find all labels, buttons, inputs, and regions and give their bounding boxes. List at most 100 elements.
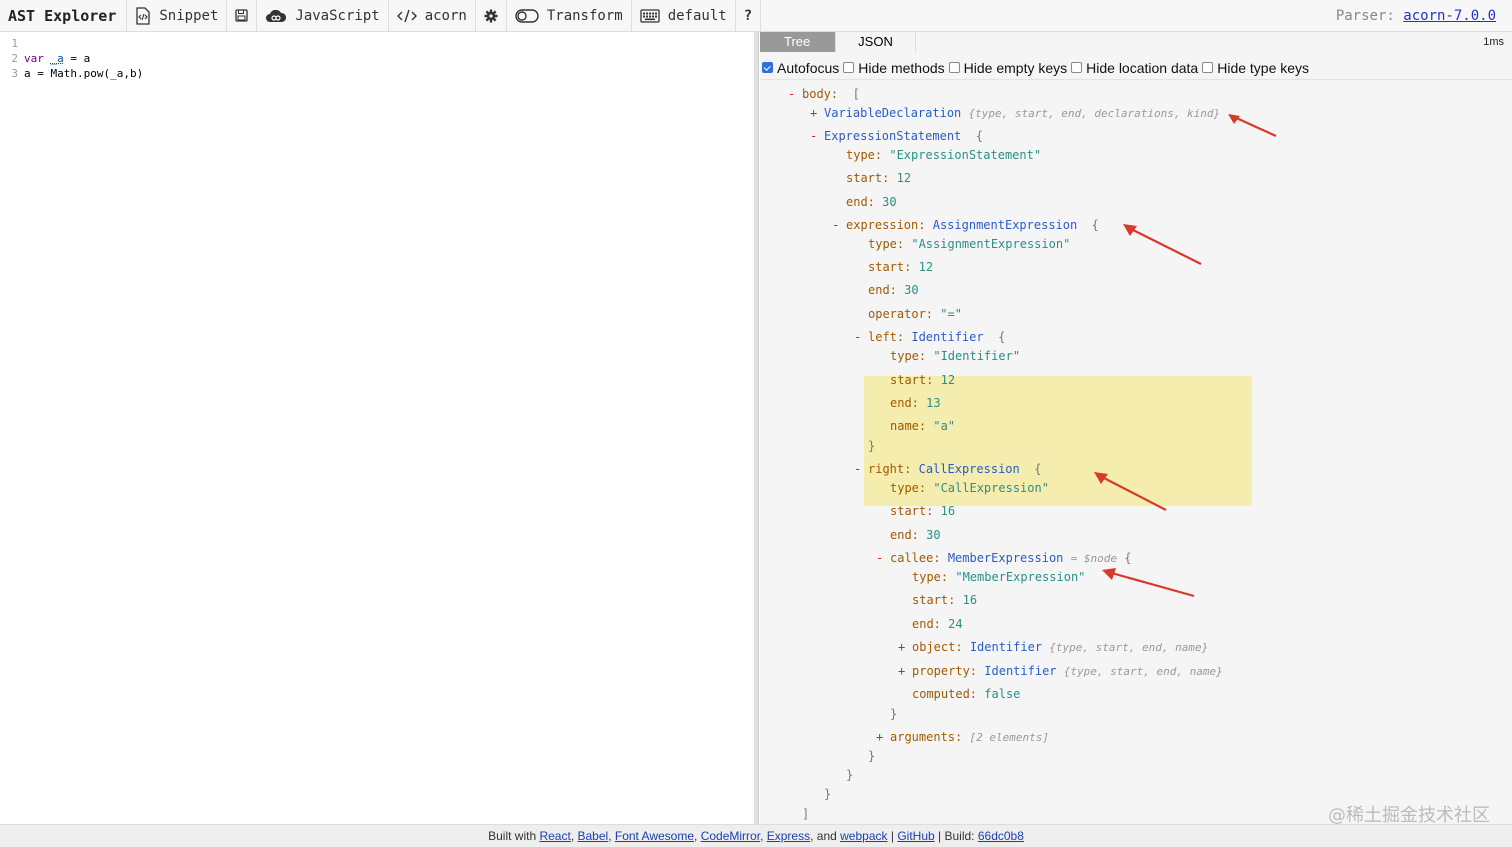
collapse-toggle[interactable]: - <box>876 551 884 565</box>
express-link[interactable]: Express <box>766 829 811 843</box>
parser-version-link[interactable]: acorn-7.0.0 <box>1403 7 1496 24</box>
transform-toggle[interactable]: Transform <box>505 0 631 32</box>
tree-bracket: [ <box>852 87 860 101</box>
tree-row-type: type: "ExpressionStatement" <box>846 148 1042 162</box>
language-select[interactable]: JavaScript <box>256 0 387 32</box>
snippet-label: Snippet <box>159 7 219 24</box>
collapse-toggle[interactable]: - <box>788 87 796 101</box>
build-hash-link[interactable]: 66dc0b8 <box>977 829 1024 843</box>
hide-empty-checkbox[interactable] <box>948 62 960 73</box>
autofocus-option[interactable]: Autofocus <box>762 60 839 76</box>
parser-select[interactable]: acorn <box>387 0 475 32</box>
webpack-link[interactable]: webpack <box>840 829 888 843</box>
collapse-toggle[interactable]: - <box>854 330 862 344</box>
code-icon <box>396 9 417 23</box>
number-value: 12 <box>896 171 912 185</box>
line-number: 3 <box>11 67 18 80</box>
code-editor[interactable]: 1 2 var _a = a 3 a = Math.pow(_a,b) <box>0 32 755 824</box>
hide-type-label: Hide type keys <box>1217 59 1310 76</box>
node-type: VariableDeclaration <box>824 106 962 120</box>
babel-link[interactable]: Babel <box>577 829 609 843</box>
line-number: 2 <box>11 52 18 65</box>
keymap-label: default <box>667 7 727 24</box>
parser-label: acorn <box>424 7 467 24</box>
tree-options: Autofocus Hide methods Hide empty keys H… <box>760 56 1512 80</box>
output-tabs: Tree JSON <box>760 32 1512 52</box>
tree-row-expression[interactable]: -expression: AssignmentExpression { <box>832 218 1099 232</box>
language-label: JavaScript <box>295 7 380 24</box>
transform-label: Transform <box>546 7 623 24</box>
tree-close-brace: } <box>846 768 854 782</box>
tree-row-callee[interactable]: -callee: MemberExpression = $node { <box>876 551 1132 565</box>
tree-row-body[interactable]: -body: [ <box>788 86 860 102</box>
autofocus-checkbox[interactable] <box>762 62 773 73</box>
parser-settings-button[interactable] <box>474 0 506 32</box>
tree-row-variable-declaration[interactable]: +VariableDeclaration {type, start, end, … <box>810 105 1220 121</box>
hide-type-option[interactable]: Hide type keys <box>1202 60 1309 76</box>
tab-tree[interactable]: Tree <box>760 32 836 52</box>
hide-location-checkbox[interactable] <box>1071 62 1083 73</box>
highlight-region <box>864 376 1252 506</box>
hide-type-checkbox[interactable] <box>1202 62 1214 73</box>
tree-close-bracket: ] <box>802 807 810 821</box>
hide-location-option[interactable]: Hide location data <box>1071 60 1198 76</box>
string-value: "ExpressionStatement" <box>889 148 1042 162</box>
hide-location-label: Hide location data <box>1086 59 1199 76</box>
codemirror-link[interactable]: CodeMirror <box>700 829 761 843</box>
line-number: 1 <box>11 37 18 50</box>
hide-methods-label: Hide methods <box>858 59 945 76</box>
footer-text: Build: <box>944 829 975 843</box>
github-link[interactable]: GitHub <box>897 829 935 843</box>
expand-toggle[interactable]: + <box>898 664 906 678</box>
gear-icon <box>484 9 498 23</box>
tree-row-end: end: 13 <box>890 396 941 410</box>
cloud-icon <box>265 8 287 24</box>
tree-row-operator: operator: "=" <box>868 307 962 321</box>
tree-close-brace: } <box>824 787 832 801</box>
keymap-select[interactable]: default <box>630 0 735 32</box>
collapse-toggle[interactable]: - <box>854 462 862 476</box>
react-link[interactable]: React <box>539 829 571 843</box>
help-button[interactable]: ? <box>734 0 760 32</box>
hide-empty-option[interactable]: Hide empty keys <box>948 60 1067 76</box>
expand-toggle[interactable]: + <box>898 640 906 654</box>
tree-row-computed: computed: false <box>912 687 1021 701</box>
snippet-button[interactable]: Snippet <box>126 0 226 32</box>
tree-row-name: name: "a" <box>890 419 956 433</box>
keyword-token: var <box>24 52 44 65</box>
tree-row-end: end: 30 <box>890 528 941 542</box>
save-button[interactable] <box>226 0 256 32</box>
toolbar-divider <box>760 0 762 32</box>
pane-splitter[interactable] <box>755 32 759 824</box>
tree-row-left[interactable]: -left: Identifier { <box>854 330 1006 344</box>
tab-json[interactable]: JSON <box>836 32 916 52</box>
hide-methods-option[interactable]: Hide methods <box>843 59 945 76</box>
node-type: ExpressionStatement <box>824 129 962 143</box>
tree-row-property[interactable]: +property: Identifier {type, start, end,… <box>898 664 1223 678</box>
keyboard-icon <box>640 8 660 23</box>
hide-methods-checkbox[interactable] <box>843 62 855 73</box>
tree-row-expression-statement[interactable]: -ExpressionStatement { <box>810 129 983 143</box>
code-line: 2 var _a = a <box>0 51 143 66</box>
tree-row-right[interactable]: -right: CallExpression { <box>854 462 1042 476</box>
collapse-toggle[interactable]: - <box>810 129 818 143</box>
node-variable-hint: = $node <box>1070 552 1117 565</box>
tree-row-start: start: 16 <box>890 504 956 518</box>
font-awesome-link[interactable]: Font Awesome <box>614 829 695 843</box>
expand-toggle[interactable]: + <box>810 106 818 120</box>
tree-close-brace: } <box>868 749 876 763</box>
tree-key: body: <box>802 87 839 101</box>
code-line: 1 <box>0 36 143 51</box>
expand-toggle[interactable]: + <box>876 730 884 744</box>
collapse-toggle[interactable]: - <box>832 218 840 232</box>
code-content[interactable]: 1 2 var _a = a 3 a = Math.pow(_a,b) <box>0 36 143 81</box>
tree-row-object[interactable]: +object: Identifier {type, start, end, n… <box>898 640 1209 654</box>
tree-row-type: type: "AssignmentExpression" <box>868 237 1071 251</box>
parser-info: Parser: acorn-7.0.0 <box>1336 8 1512 24</box>
footer-text: and <box>816 829 837 843</box>
node-type: AssignmentExpression <box>932 218 1078 232</box>
code-file-icon <box>135 6 151 25</box>
tree-row-arguments[interactable]: +arguments: [2 elements] <box>876 730 1049 744</box>
question-icon: ? <box>743 7 753 24</box>
tree-row-start: start: 12 <box>868 260 934 274</box>
